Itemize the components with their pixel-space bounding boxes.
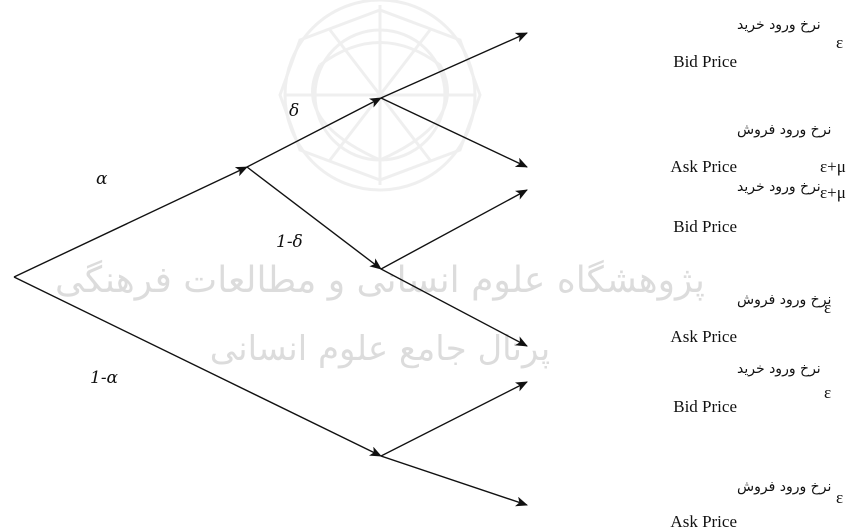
leaf-outcome: ε xyxy=(836,33,843,52)
edge-alpha-delta xyxy=(246,97,382,168)
leaf-outcome: ε+μ xyxy=(820,157,846,176)
leaf-outcome: ε+μ xyxy=(820,183,846,202)
watermark-text-line1: پژوهشگاه علوم انسانی و مطالعات فرهنگی xyxy=(55,259,705,301)
leaf-4: نرخ ورود فروش Ask Price ε xyxy=(670,292,831,346)
leaf-1: نرخ ورود خرید Bid Price ε xyxy=(673,17,843,71)
leaf-english-label: Bid Price xyxy=(673,52,737,71)
leaf-outcome: ε xyxy=(824,383,831,402)
edge-leaf-5 xyxy=(380,381,528,457)
edge-root-alpha xyxy=(13,166,248,278)
leaf-5: نرخ ورود خرید Bid Price ε xyxy=(673,361,831,416)
leaf-persian-label: نرخ ورود خرید xyxy=(737,17,821,33)
leaf-outcome: ε xyxy=(836,488,843,507)
tree-edges xyxy=(13,32,528,507)
edge-leaf-2 xyxy=(380,97,528,168)
leaf-english-label: Bid Price xyxy=(673,217,737,236)
leaf-persian-label: نرخ ورود فروش xyxy=(737,122,831,138)
watermark-logo xyxy=(278,0,482,192)
leaf-english-label: Ask Price xyxy=(670,512,737,531)
edge-leaf-3 xyxy=(380,189,528,270)
edge-alpha-one-minus-delta xyxy=(246,166,382,270)
leaf-persian-label: نرخ ورود فروش xyxy=(737,479,831,495)
watermark-text-line2: پرتال جامع علوم انسانی xyxy=(210,329,550,369)
edge-leaf-6 xyxy=(380,455,528,507)
leaf-outcome: ε xyxy=(824,298,831,317)
leaf-english-label: Ask Price xyxy=(670,327,737,346)
leaf-persian-label: نرخ ورود خرید xyxy=(737,361,821,377)
label-delta: δ xyxy=(289,101,299,121)
edge-root-one-minus-alpha xyxy=(13,276,382,457)
edge-leaf-4 xyxy=(380,268,528,347)
leaf-2: نرخ ورود فروش Ask Price ε+μ xyxy=(670,122,845,176)
leaf-3: نرخ ورود خرید Bid Price ε+μ xyxy=(673,179,846,236)
label-alpha: α xyxy=(96,169,108,189)
leaf-persian-label: نرخ ورود فروش xyxy=(737,292,831,308)
label-one-minus-alpha: 1-α xyxy=(90,368,119,388)
leaf-persian-label: نرخ ورود خرید xyxy=(737,179,821,195)
leaf-english-label: Bid Price xyxy=(673,397,737,416)
leaf-english-label: Ask Price xyxy=(670,157,737,176)
edge-leaf-1 xyxy=(380,32,528,99)
label-one-minus-delta: 1-δ xyxy=(276,232,303,252)
leaf-6: نرخ ورود فروش Ask Price ε xyxy=(670,479,843,531)
